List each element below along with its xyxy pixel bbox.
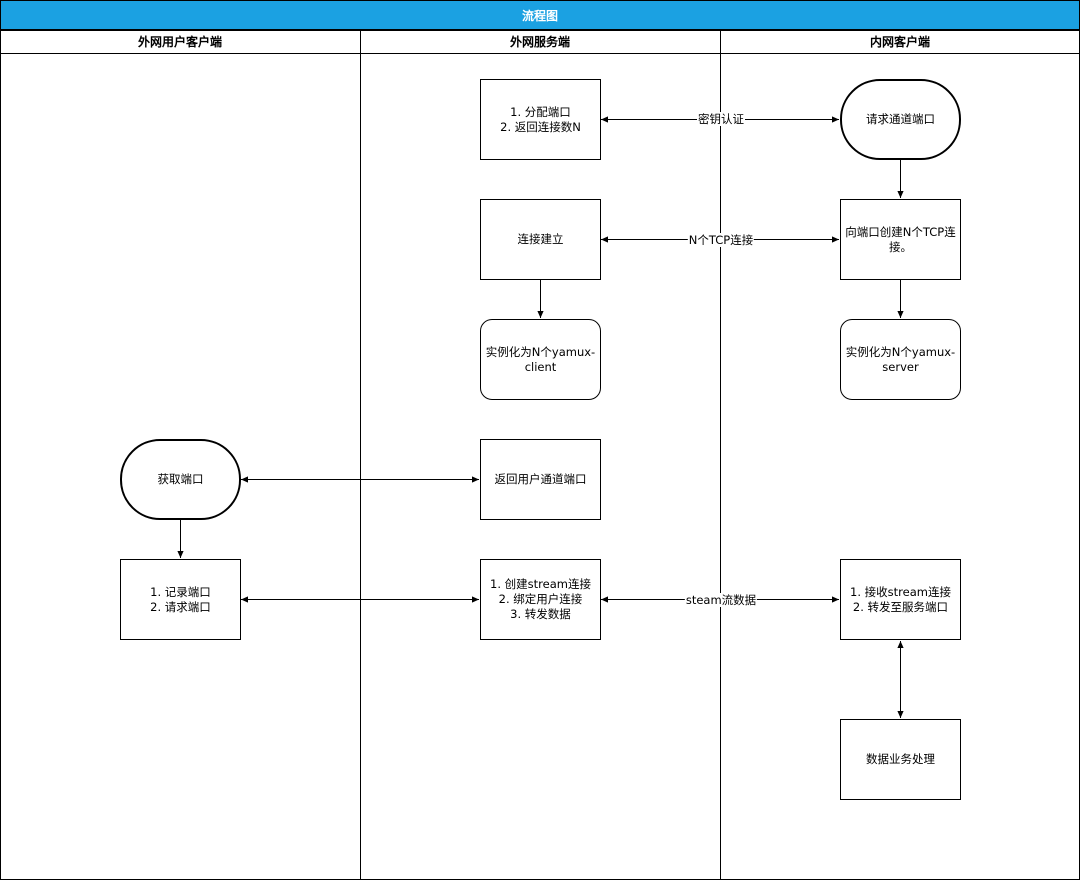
lane-header-internal-client: 内网客户端 — [869, 35, 930, 49]
node-accept-stream: 1. 接收stream连接 2. 转发至服务端口 — [840, 559, 961, 640]
node-create-tcp: 向端口创建N个TCP连接。 — [840, 199, 961, 280]
pool-frame — [0, 30, 1080, 880]
node-get-port: 获取端口 — [120, 439, 241, 520]
edge-label-stream: steam流数据 — [684, 593, 758, 607]
lane-header-external-server: 外网服务端 — [509, 35, 570, 49]
lane-header-external-client: 外网用户客户端 — [137, 35, 222, 49]
diagram-title: 流程图 — [0, 0, 1080, 30]
node-request-tunnel-port: 请求通道端口 — [840, 79, 961, 160]
node-return-user-port: 返回用户通道端口 — [480, 439, 601, 520]
node-yamux-server: 实例化为N个yamux-server — [840, 319, 961, 400]
node-yamux-client: 实例化为N个yamux-client — [480, 319, 601, 400]
node-alloc-port: 1. 分配端口 2. 返回连接数N — [480, 79, 601, 160]
node-data-processing: 数据业务处理 — [840, 719, 961, 800]
edge-label-auth: 密钥认证 — [697, 112, 745, 126]
edge-label-tcp: N个TCP连接 — [687, 233, 755, 247]
node-create-stream: 1. 创建stream连接 2. 绑定用户连接 3. 转发数据 — [480, 559, 601, 640]
node-record-port: 1. 记录端口 2. 请求端口 — [120, 559, 241, 640]
node-conn-established: 连接建立 — [480, 199, 601, 280]
